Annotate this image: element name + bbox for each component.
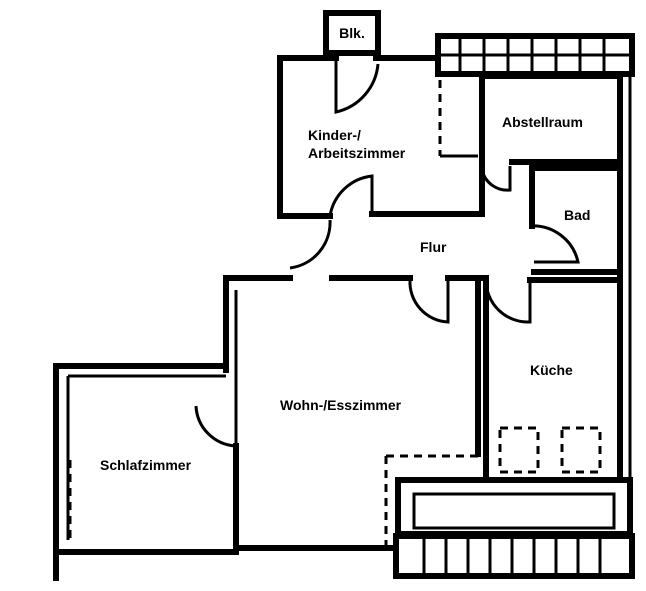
kitchen-chairs xyxy=(498,426,602,474)
room-labels: Blk. Kinder-/ Arbeitszimmer Abstellraum … xyxy=(100,25,590,473)
label-kitchen: Küche xyxy=(530,362,573,378)
label-kids-line1: Kinder-/ xyxy=(308,127,361,143)
label-hall: Flur xyxy=(420,239,447,255)
label-storage: Abstellraum xyxy=(502,114,583,130)
lower-balcony-railing xyxy=(393,477,635,579)
right-outer-wall xyxy=(617,73,632,481)
living-room-walls xyxy=(223,275,481,553)
balcony xyxy=(323,10,381,56)
storage-room-walls xyxy=(479,73,621,165)
label-balcony: Blk. xyxy=(339,25,365,41)
label-bedroom: Schlafzimmer xyxy=(100,457,192,473)
label-living: Wohn-/Esszimmer xyxy=(280,397,402,413)
kids-room-walls xyxy=(277,55,485,219)
kitchen-walls xyxy=(483,277,621,479)
bath-walls xyxy=(529,165,621,275)
label-bath: Bad xyxy=(564,207,590,223)
label-kids-line2: Arbeitszimmer xyxy=(308,145,406,161)
bedroom-walls xyxy=(53,363,239,581)
upper-balcony-railing xyxy=(435,33,635,77)
